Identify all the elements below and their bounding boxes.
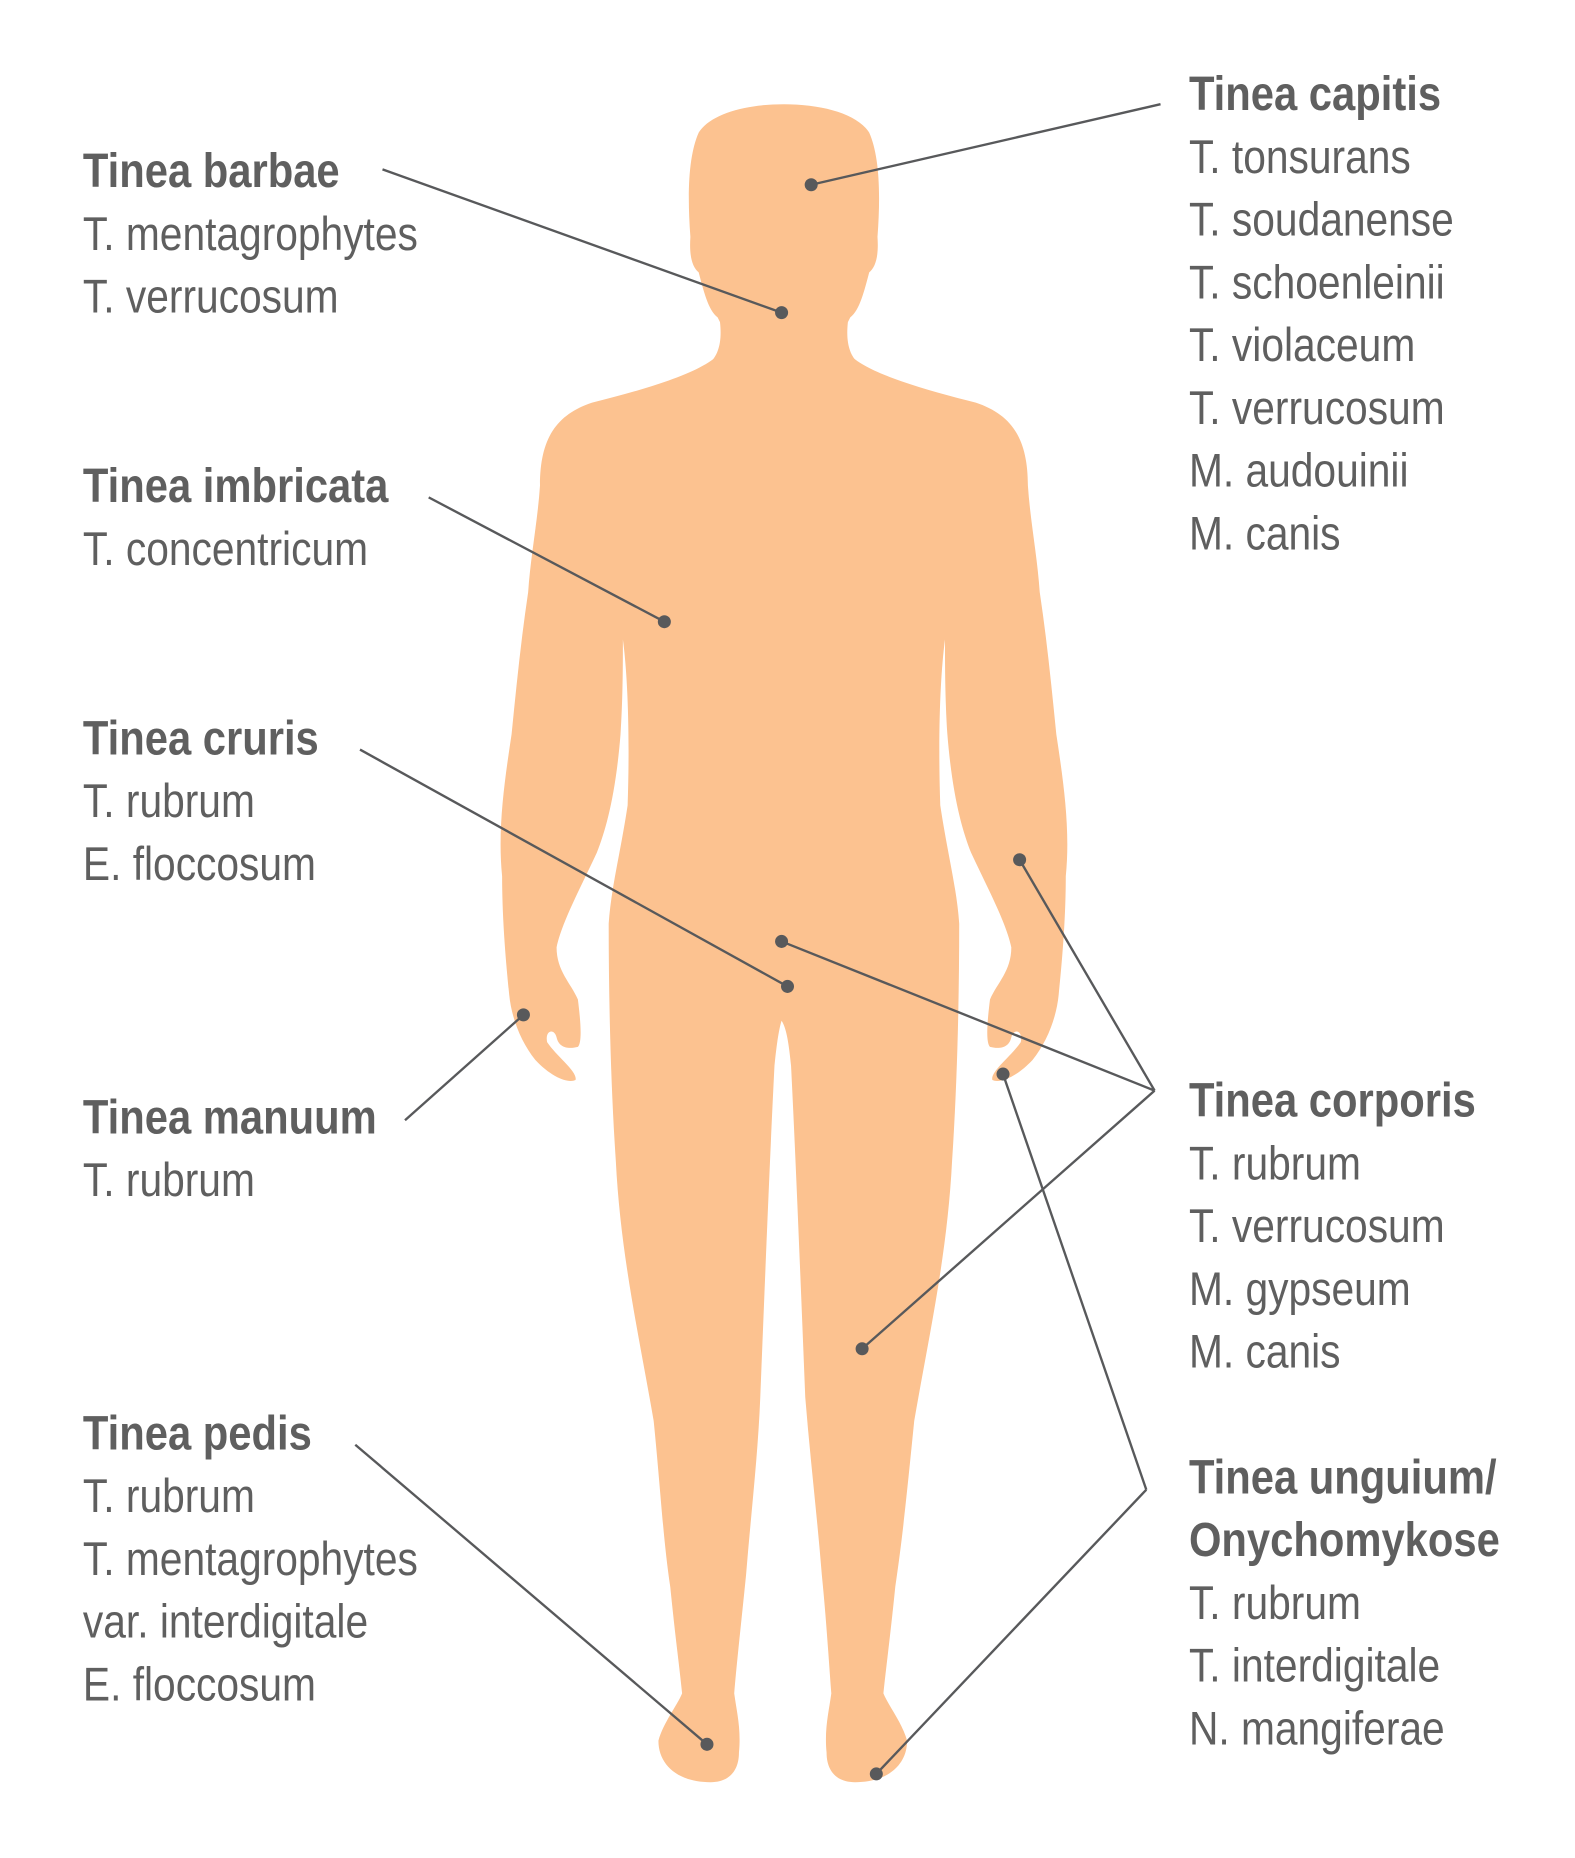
label-title: Tinea imbricata	[83, 458, 389, 513]
label-item: var. interdigitale	[83, 1596, 368, 1649]
leader-corporis-leg	[861, 1089, 1156, 1350]
label-item: T. rubrum	[1189, 1577, 1361, 1630]
label-tinea-barbae: Tinea barbae T. mentagrophytes T. verruc…	[83, 143, 418, 323]
label-title: Tinea cruris	[83, 710, 319, 765]
label-item: T. soudanense	[1189, 194, 1454, 247]
label-item: T. tonsurans	[1189, 131, 1411, 184]
marker-beard	[775, 306, 789, 320]
label-item: M. gypseum	[1189, 1263, 1411, 1316]
label-item: N. mangiferae	[1189, 1703, 1445, 1756]
leader-lines	[354, 103, 1161, 1775]
marker-scalp	[804, 178, 818, 192]
label-title: Tinea barbae	[83, 143, 340, 198]
label-title: Tinea manuum	[83, 1089, 377, 1144]
label-tinea-corporis: Tinea corporis T. rubrum T. verrucosum M…	[1189, 1073, 1476, 1379]
marker-chest	[657, 615, 671, 629]
leader-corporis-trunk	[781, 940, 1156, 1092]
label-tinea-capitis: Tinea capitis T. tonsurans T. soudanense…	[1189, 66, 1454, 560]
label-tinea-imbricata: Tinea imbricata T. concentricum	[83, 458, 389, 575]
leader-imbricata	[428, 496, 665, 623]
leader-pedis	[354, 1443, 708, 1746]
label-item: T. verrucosum	[1189, 1200, 1445, 1253]
label-item: M. audouinii	[1189, 445, 1409, 498]
label-item: T. mentagrophytes	[83, 1533, 418, 1586]
label-tinea-pedis: Tinea pedis T. rubrum T. mentagrophytes …	[83, 1405, 418, 1711]
label-item: T. mentagrophytes	[83, 208, 418, 261]
label-tinea-unguium: Tinea unguium/ Onychomykose T. rubrum T.…	[1189, 1449, 1500, 1755]
leader-unguium-foot	[875, 1488, 1148, 1775]
label-item: M. canis	[1189, 1326, 1341, 1379]
label-item: T. rubrum	[83, 1470, 255, 1523]
label-title: Tinea pedis	[83, 1405, 312, 1460]
label-item: M. canis	[1189, 508, 1341, 561]
label-item: T. verrucosum	[83, 271, 339, 324]
marker-thigh	[855, 1342, 869, 1356]
marker-foot	[700, 1737, 714, 1751]
leader-corporis-arm	[1018, 859, 1156, 1092]
leader-barbae	[382, 168, 782, 314]
label-item: E. floccosum	[83, 838, 316, 891]
leader-capitis	[810, 103, 1161, 186]
label-item: T. concentricum	[83, 523, 368, 576]
label-item: T. schoenleinii	[1189, 257, 1445, 310]
marker-forearm	[1013, 853, 1027, 867]
label-title: Onychomykose	[1189, 1512, 1500, 1567]
marker-hand	[516, 1008, 530, 1022]
label-title: Tinea unguium/	[1189, 1449, 1497, 1504]
label-item: E. floccosum	[83, 1659, 316, 1712]
torso-limbs-shape	[500, 355, 1068, 1783]
label-item: T. rubrum	[83, 775, 255, 828]
label-item: T. rubrum	[1189, 1138, 1361, 1191]
label-title: Tinea capitis	[1189, 66, 1441, 121]
label-tinea-manuum: Tinea manuum T. rubrum	[83, 1089, 377, 1206]
label-title: Tinea corporis	[1189, 1073, 1476, 1128]
leader-manuum	[404, 1013, 525, 1122]
marker-abdomen	[775, 934, 789, 948]
body-silhouette	[500, 104, 1068, 1783]
leader-cruris	[359, 748, 789, 988]
label-item: T. interdigitale	[1189, 1640, 1440, 1693]
label-tinea-cruris: Tinea cruris T. rubrum E. floccosum	[83, 710, 319, 890]
label-item: T. violaceum	[1189, 319, 1415, 372]
head-shape	[688, 104, 880, 363]
marker-groin	[780, 979, 795, 993]
site-markers	[516, 178, 1027, 1781]
marker-toenail	[869, 1767, 883, 1781]
label-item: T. rubrum	[83, 1154, 255, 1207]
marker-fingernail	[996, 1067, 1010, 1081]
leader-unguium-hand	[1001, 1073, 1148, 1491]
label-item: T. verrucosum	[1189, 382, 1445, 435]
